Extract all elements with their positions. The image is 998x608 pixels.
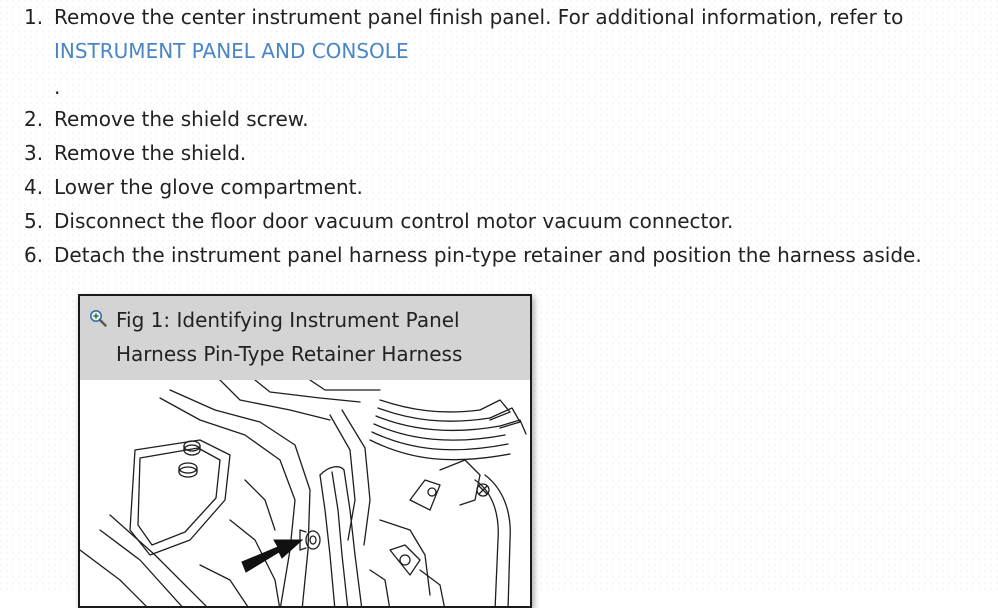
step-text: Remove the shield screw. [54,107,309,131]
step-number: 3. [24,141,44,165]
step-1-suffix: . [54,75,61,99]
figure-title-line-1: Fig 1: Identifying Instrument Panel [116,308,460,332]
step-text: Remove the center instrument panel finis… [54,5,904,29]
harness-diagram-image[interactable] [80,380,530,608]
step-text: Detach the instrument panel harness pin-… [54,243,922,267]
instrument-panel-and-console-link[interactable]: INSTRUMENT PANEL AND CONSOLE [54,39,409,63]
figure-header: Fig 1: Identifying Instrument Panel Harn… [80,296,530,380]
zoom-in-icon[interactable] [89,309,107,327]
step-number: 1. [24,5,44,29]
step-text: Disconnect the floor door vacuum control… [54,209,734,233]
step-text: Remove the shield. [54,141,247,165]
figure-title-line-2: Harness Pin-Type Retainer Harness [116,342,463,366]
figure-1: Fig 1: Identifying Instrument Panel Harn… [78,294,532,608]
step-number: 4. [24,175,44,199]
step-text: Lower the glove compartment. [54,175,363,199]
step-number: 5. [24,209,44,233]
pointer-arrow-icon [241,539,304,573]
figure-title: Fig 1: Identifying Instrument Panel Harn… [116,303,516,371]
step-number: 6. [24,243,44,267]
step-number: 2. [24,107,44,131]
